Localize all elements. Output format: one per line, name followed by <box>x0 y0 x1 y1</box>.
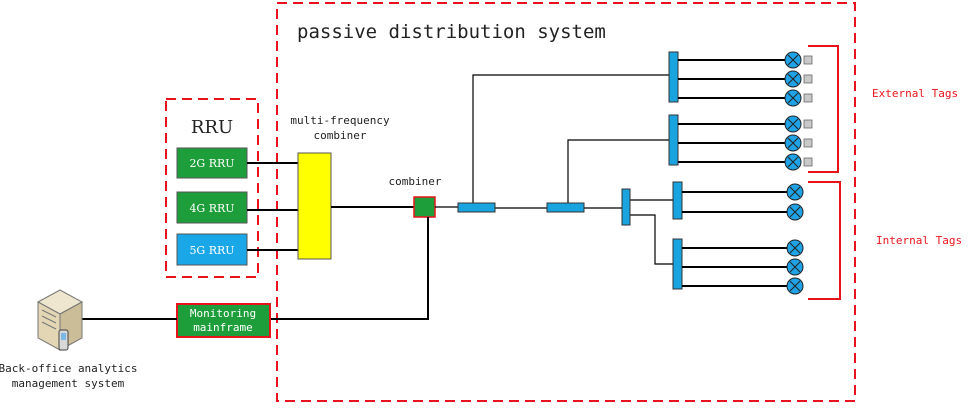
splitter-2 <box>546 202 585 213</box>
rru-group-frame <box>165 98 259 278</box>
monitoring-label-line2: mainframe <box>193 321 253 334</box>
internal-tags-label: Internal Tags <box>876 234 962 247</box>
tag-icon <box>803 138 813 148</box>
rru-group-label: RRU <box>191 117 233 138</box>
rru-2g <box>176 147 248 179</box>
antenna-icon <box>784 89 802 107</box>
tag-icon <box>803 74 813 84</box>
antenna-icon <box>786 239 804 257</box>
backoffice-label-line1: Back-office analytics <box>0 362 138 375</box>
internal-antennas <box>786 183 804 295</box>
splitter-bar-internal-1 <box>672 181 683 220</box>
monitoring-label-line1: Monitoring <box>190 307 256 320</box>
splitter-bar-internal-2 <box>672 238 683 290</box>
external-tags-bracket <box>808 45 839 173</box>
rru-5g <box>176 233 248 266</box>
server-icon <box>36 289 84 351</box>
external-tags-label: External Tags <box>872 87 958 100</box>
splitter-1 <box>457 202 496 213</box>
combiner-label: combiner <box>389 175 442 188</box>
rru-5g-label: 5G RRU <box>189 244 234 257</box>
rru-2g-label: 2G RRU <box>189 157 234 170</box>
internal-tags-bracket <box>808 181 841 300</box>
rru-4g-label: 4G RRU <box>189 202 234 215</box>
mf-combiner-label-line2: combiner <box>314 129 367 142</box>
antenna-icon <box>784 115 802 133</box>
monitoring-mainframe <box>176 303 271 338</box>
tag-icon <box>803 119 813 129</box>
antenna-icon <box>784 70 802 88</box>
combiner <box>413 196 436 218</box>
splitter-bar-external-1 <box>668 51 679 103</box>
tag-icon <box>803 157 813 167</box>
antenna-icon <box>786 258 804 276</box>
antenna-icon <box>786 277 804 295</box>
antenna-icon <box>784 153 802 171</box>
splitter-3 <box>621 188 631 226</box>
rru-4g <box>176 191 248 224</box>
antenna-icon <box>784 134 802 152</box>
frame-title: passive distribution system <box>297 21 606 43</box>
external-antennas <box>784 51 813 171</box>
splitter-bar-external-2 <box>668 114 679 166</box>
tag-icon <box>803 55 813 65</box>
antenna-icon <box>786 183 804 201</box>
tag-icon <box>803 93 813 103</box>
backoffice-label-line2: management system <box>12 377 125 390</box>
rru-links <box>247 162 298 251</box>
multi-frequency-combiner <box>297 152 332 260</box>
antenna-feeds <box>678 59 787 287</box>
mf-combiner-label-line1: multi-frequency <box>290 114 390 127</box>
antenna-icon <box>784 51 802 69</box>
antenna-icon <box>786 203 804 221</box>
passive-distribution-frame <box>276 2 856 402</box>
trunk-lines <box>435 74 673 265</box>
combiner-to-monitoring-link <box>270 217 429 320</box>
